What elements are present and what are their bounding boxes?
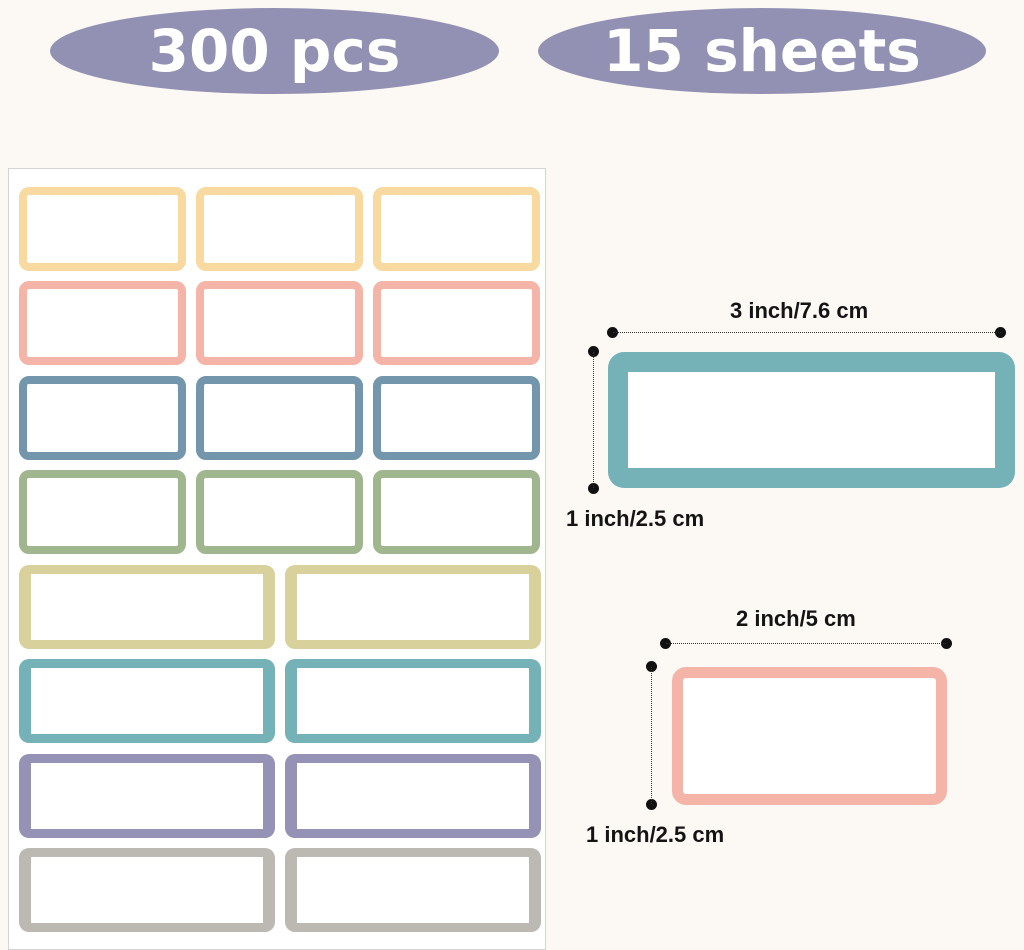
large-label-sample xyxy=(608,352,1015,488)
dimension-dot xyxy=(607,327,618,338)
quantity-text: 300 pcs xyxy=(148,17,401,85)
height-dimension-line xyxy=(651,667,652,804)
dimension-dot xyxy=(646,799,657,810)
large-width-text: 3 inch/7.6 cm xyxy=(730,298,869,323)
sticker-label xyxy=(196,281,363,365)
dimension-dot xyxy=(588,483,599,494)
sticker-label xyxy=(19,187,186,271)
sticker-label xyxy=(285,848,541,932)
sticker-label xyxy=(373,376,540,460)
large-height-text: 1 inch/2.5 cm xyxy=(566,506,705,531)
sheets-text: 15 sheets xyxy=(603,17,921,85)
width-dimension-line xyxy=(666,643,946,644)
sticker-label xyxy=(19,281,186,365)
label-sheet xyxy=(8,168,546,950)
sticker-label xyxy=(19,848,275,932)
sticker-label xyxy=(373,281,540,365)
sticker-label xyxy=(196,376,363,460)
sticker-label xyxy=(285,565,541,649)
sticker-label xyxy=(196,187,363,271)
height-dimension-line xyxy=(593,352,594,488)
small-height-text: 1 inch/2.5 cm xyxy=(586,822,725,847)
sticker-label xyxy=(285,754,541,838)
sticker-label xyxy=(285,659,541,743)
sticker-label xyxy=(373,470,540,554)
dimension-dot xyxy=(646,661,657,672)
small-width-text: 2 inch/5 cm xyxy=(736,606,856,631)
sticker-label xyxy=(196,470,363,554)
sticker-label xyxy=(373,187,540,271)
dimension-dot xyxy=(660,638,671,649)
dimension-dot xyxy=(588,346,599,357)
sticker-label xyxy=(19,376,186,460)
sticker-label xyxy=(19,659,275,743)
sheets-badge: 15 sheets xyxy=(538,8,986,94)
small-label-sample xyxy=(672,667,947,805)
sticker-label xyxy=(19,470,186,554)
dimension-dot xyxy=(941,638,952,649)
width-dimension-line xyxy=(613,332,1001,333)
sticker-label xyxy=(19,754,275,838)
sticker-label xyxy=(19,565,275,649)
quantity-badge: 300 pcs xyxy=(50,8,499,94)
